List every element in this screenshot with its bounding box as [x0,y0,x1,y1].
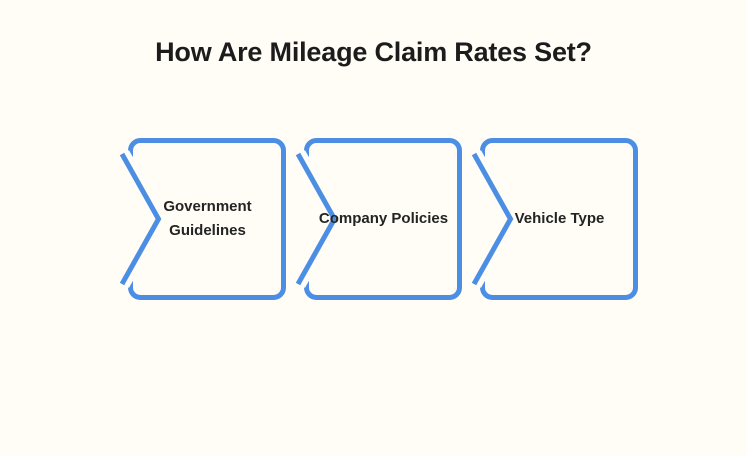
chevron-box-shape [290,138,462,301]
step-label: Company Policies [318,210,449,228]
chevron-right-icon [119,153,161,286]
chevron-right-icon [295,153,337,286]
step-box-company-policies: Company Policies [286,138,462,301]
chevron-box-shape [114,138,286,301]
step-box-government-guidelines: Government Guidelines [110,138,286,301]
diagram-title: How Are Mileage Claim Rates Set? [155,37,592,67]
chevron-box-shape [466,138,638,301]
step-box-vehicle-type: Vehicle Type [462,138,638,301]
step-label: Vehicle Type [514,210,605,228]
chevron-right-icon [471,153,513,286]
step-label: Government Guidelines [163,198,252,240]
process-steps-row: Government Guidelines Company Policies V… [0,138,747,301]
